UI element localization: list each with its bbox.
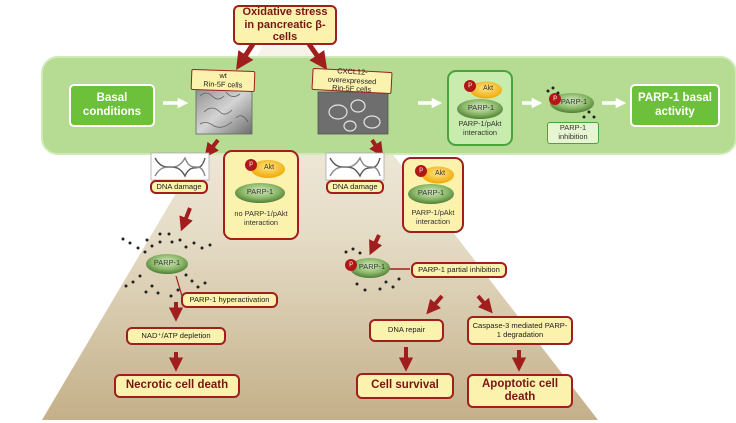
arrow-top-right — [306, 42, 328, 70]
dna-helix-icon — [325, 152, 385, 181]
dna-damage-label-right: DNA damage — [326, 180, 384, 194]
parp-label: PARP-1 — [153, 258, 181, 267]
dna-damage-label-left: DNA damage — [150, 180, 208, 194]
dna-helix-icon — [150, 152, 210, 181]
akt-label: Akt — [434, 170, 446, 177]
parp-basal-activity-box: PARP-1 basal activity — [630, 84, 720, 127]
red-arrows — [168, 138, 527, 372]
pakt-icon — [470, 81, 502, 99]
oxidative-stress-box: Oxidative stress in pancreatic β-cells — [233, 5, 337, 45]
parp-label: PARP-1 — [467, 103, 495, 112]
parp-label: PARP-1 — [358, 262, 386, 271]
parp-label: PARP-1 — [560, 97, 588, 106]
parp-protein-icon — [146, 254, 188, 274]
red-connector-2 — [175, 275, 183, 297]
caspase-label: Caspase-3 mediated PARP-1 degradation — [467, 316, 573, 345]
pakt-icon — [422, 166, 454, 184]
p-badge-label: p — [468, 81, 472, 88]
parp-protein-icon — [408, 184, 454, 204]
parp-protein-icon — [550, 93, 594, 113]
basal-conditions-box: Basal conditions — [69, 84, 155, 127]
pakt-icon — [251, 160, 285, 178]
dna-repair-label: DNA repair — [369, 319, 444, 342]
necrotic-death-box: Necrotic cell death — [114, 374, 240, 398]
phosphate-badge-icon — [464, 80, 476, 92]
parp-protein-icon — [235, 183, 285, 203]
hyperactivation-label: PARP-1 hyperactivation — [181, 292, 278, 308]
band-interaction-caption: PARP-1/pAkt interaction — [458, 119, 502, 137]
parp-protein-icon — [350, 258, 390, 278]
title-line-2: in pancreatic β-cells — [244, 18, 326, 44]
p-badge-label: p — [249, 160, 253, 167]
partial-branches — [344, 247, 401, 292]
parp-protein-icon — [457, 99, 503, 119]
no-interaction-caption: no PARP-1/pAkt interaction — [234, 209, 288, 227]
poly-adp-ribose-branches — [121, 232, 212, 298]
parp-label: PARP-1 — [417, 188, 445, 197]
cell-survival-box: Cell survival — [356, 373, 454, 399]
partial-inhibition-label: PARP-1 partial inhibition — [411, 262, 507, 278]
phosphate-badge-icon — [345, 259, 357, 271]
akt-label: Akt — [263, 164, 275, 171]
apoptotic-death-box: Apoptotic cell death — [467, 374, 573, 408]
inhibitor-dots — [546, 86, 596, 119]
phosphate-badge-icon — [549, 93, 561, 105]
p-badge-label: p — [419, 166, 423, 173]
akt-label: Akt — [482, 85, 494, 92]
p-badge-label: p — [553, 94, 557, 101]
phosphate-badge-icon — [245, 159, 257, 171]
parp-label: PARP-1 — [246, 187, 274, 196]
nad-depletion-label: NAD⁺/ATP depletion — [126, 327, 226, 345]
phosphate-badge-icon — [415, 165, 427, 177]
title-line-1: Oxidative stress — [242, 6, 328, 19]
interaction-caption: PARP-1/pAkt interaction — [411, 208, 455, 226]
parp-inhibition-note: PARP-1 inhibition — [547, 122, 599, 144]
arrow-top-left — [236, 42, 256, 71]
p-badge-label: p — [349, 260, 353, 267]
